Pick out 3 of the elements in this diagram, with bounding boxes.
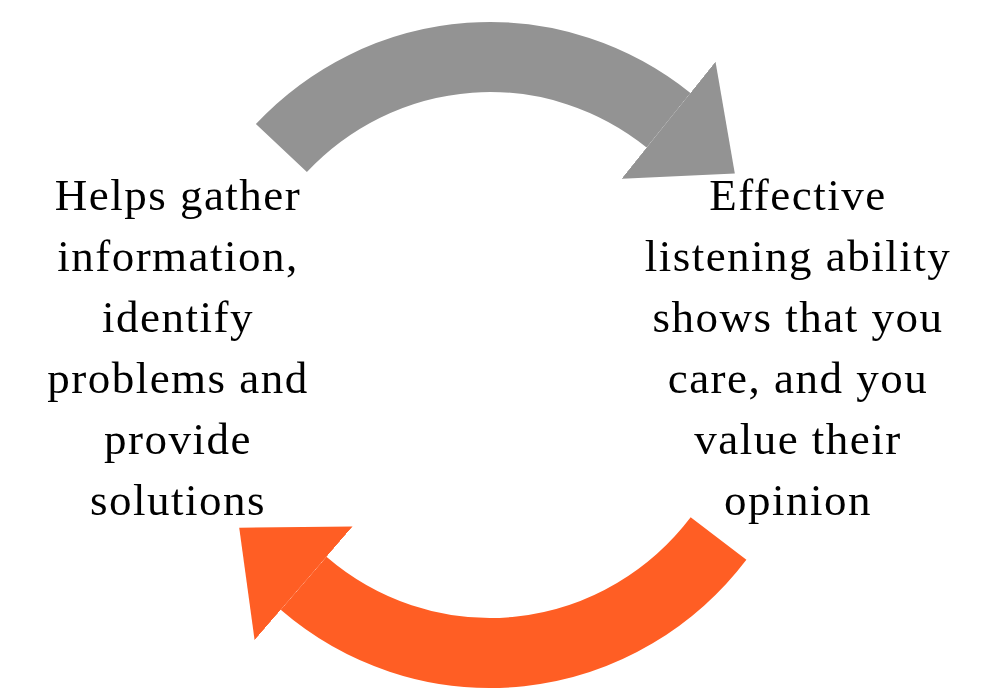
node-text: Effective listening ability shows that you care, and you value their opinion <box>643 169 953 527</box>
curved-arrow <box>257 22 738 182</box>
node-text: Helps gather information, identify problems and provide solutions <box>46 169 310 527</box>
